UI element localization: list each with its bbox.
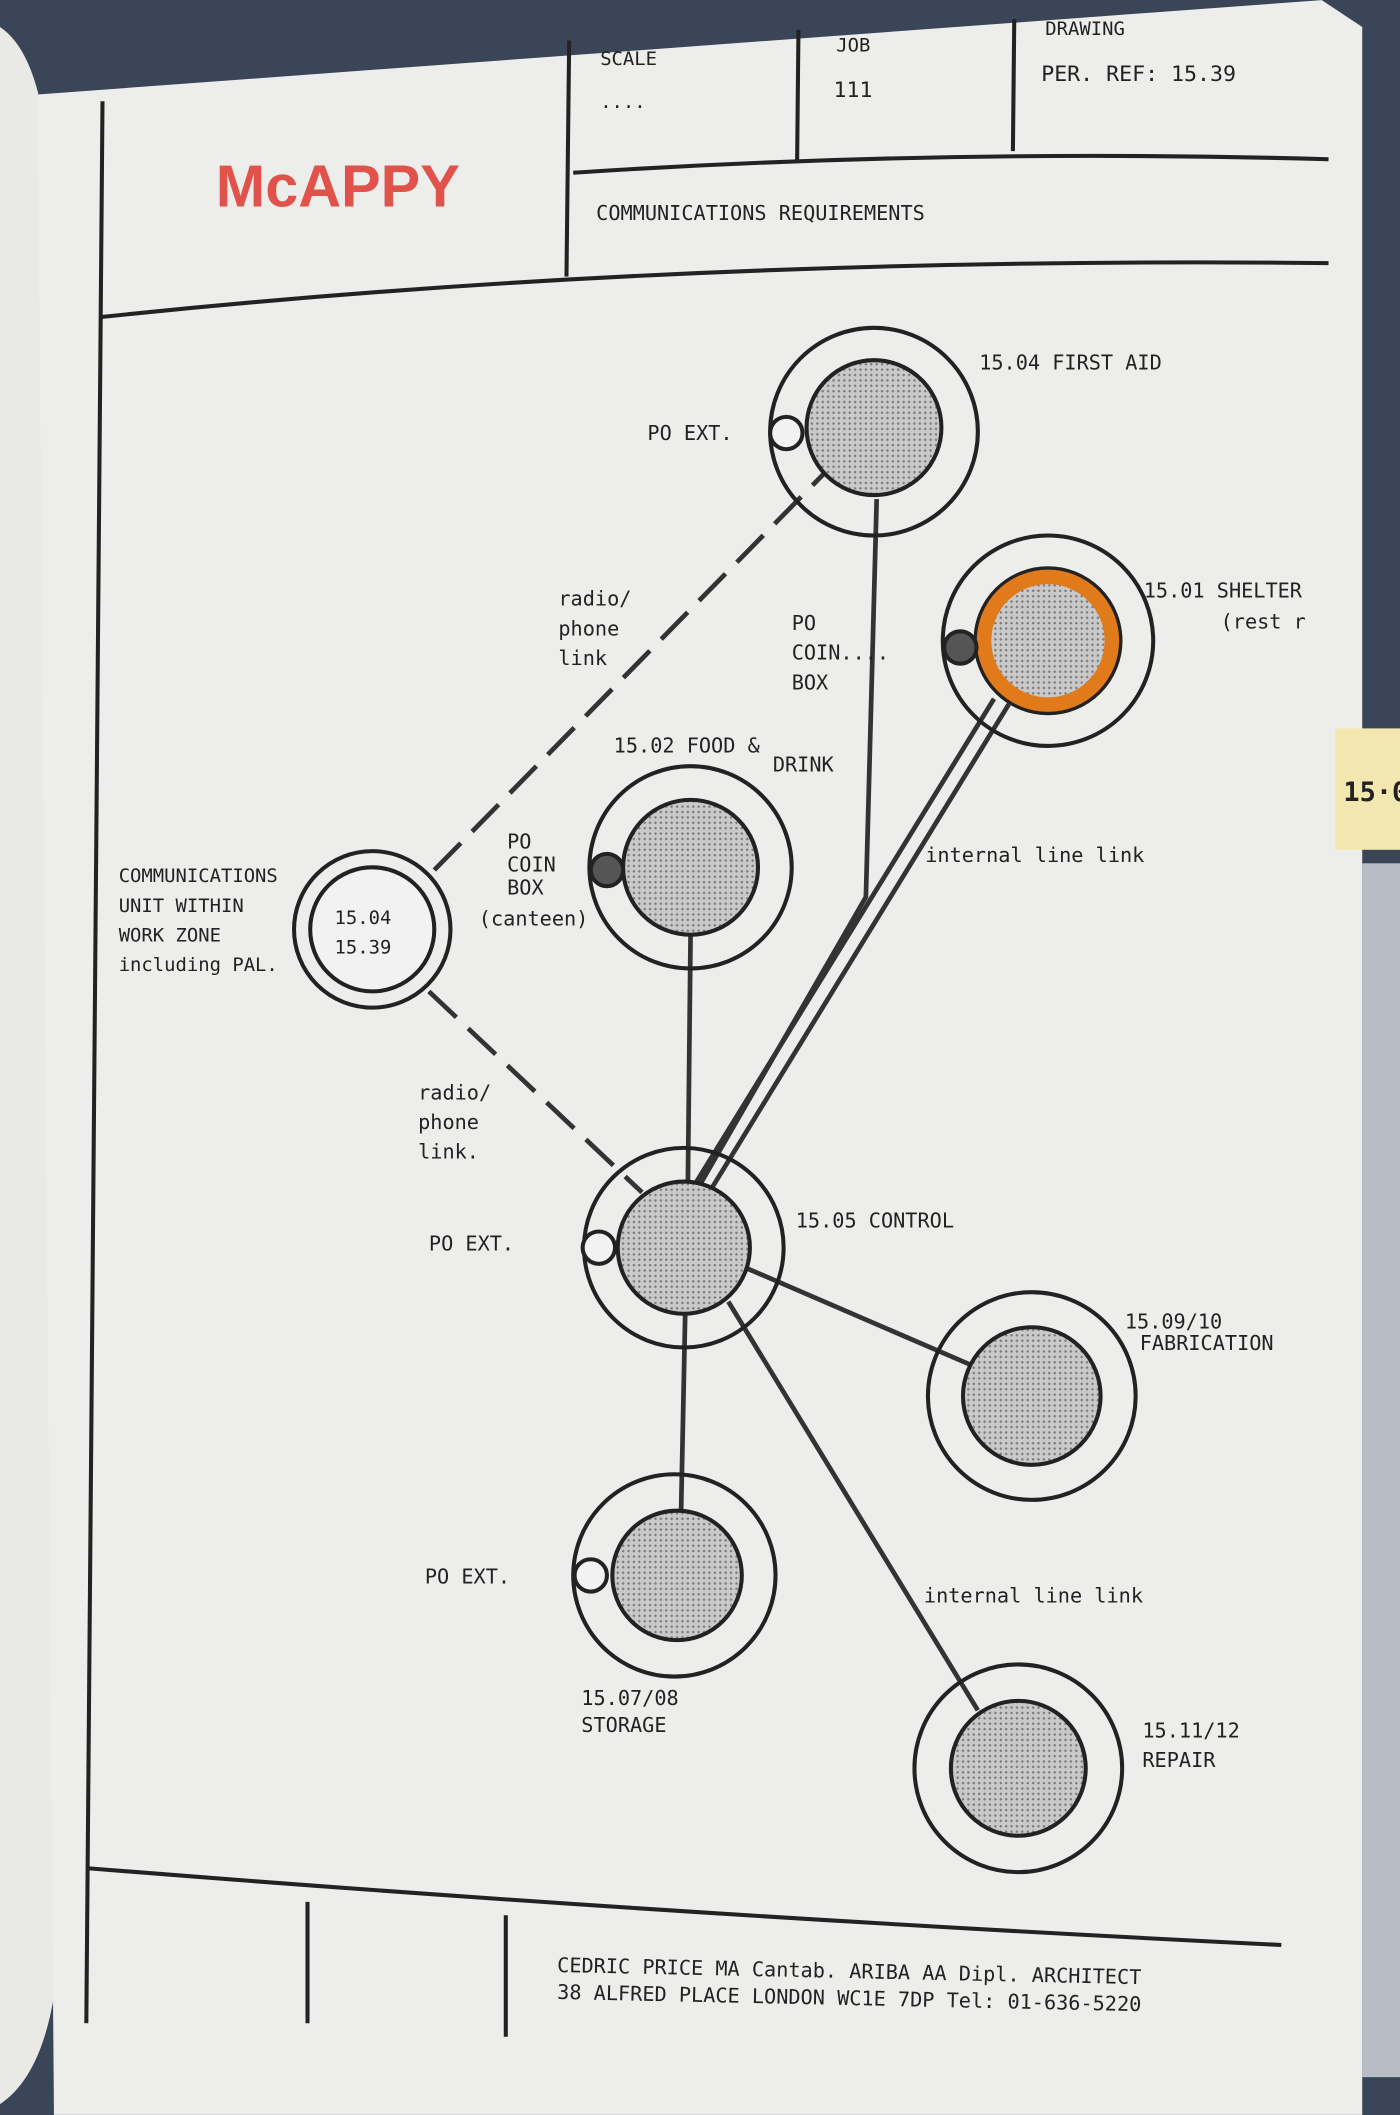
label-comm-unit-3: WORK ZONE — [119, 925, 221, 947]
label-canteen-4: (canteen) — [479, 906, 589, 930]
label-comm-id-2: 15.39 — [334, 937, 391, 959]
node-storage — [571, 1472, 778, 1679]
label-internal-upper: internal line link — [925, 843, 1144, 867]
node-comm-unit — [292, 849, 453, 1010]
label-canteen: PO — [507, 829, 531, 853]
internal-link-repair — [726, 1300, 980, 1712]
scale-label: SCALE — [600, 48, 657, 70]
left-page-edge — [0, 27, 54, 2105]
label-canteen-3: BOX — [507, 875, 544, 899]
label-repair: 15.11/12 — [1142, 1718, 1239, 1742]
label-radio-upper: radio/ — [558, 587, 631, 611]
node-shelter — [940, 533, 1156, 748]
label-comm-unit-2: UNIT WITHIN — [119, 895, 244, 917]
internal-link-food — [685, 934, 693, 1185]
radio-link-lower — [427, 989, 644, 1195]
label-internal-lower: internal line link — [924, 1583, 1143, 1607]
label-storage-2: STORAGE — [581, 1713, 666, 1737]
index-tab — [1335, 728, 1400, 850]
mcappy-logo: McAPPY — [216, 152, 460, 219]
job-label: JOB — [836, 34, 870, 56]
po-ext-icon — [572, 1557, 609, 1594]
label-food-2: DRINK — [773, 753, 835, 777]
label-radio-upper-3: link — [558, 646, 607, 670]
job-value: 111 — [834, 78, 873, 103]
label-shelter: 15.01 SHELTER — [1144, 579, 1303, 603]
internal-link-shelter-b — [691, 697, 997, 1189]
node-fabrication — [925, 1290, 1138, 1502]
label-control: 15.05 CONTROL — [796, 1208, 954, 1232]
node-repair — [912, 1662, 1125, 1875]
coin-box-icon — [588, 851, 626, 889]
title-block-frame — [84, 18, 1329, 2037]
internal-link-fabrication — [744, 1265, 973, 1368]
label-coin-box-2: COIN.... — [792, 641, 889, 665]
label-po-ext: PO EXT. — [647, 421, 732, 445]
label-comm-id-1: 15.04 — [334, 907, 391, 929]
page — [37, 0, 1363, 2115]
node-first-aid — [768, 325, 980, 538]
po-ext-icon — [768, 414, 805, 452]
po-ext-icon — [580, 1229, 618, 1266]
label-radio-upper-2: phone — [558, 616, 619, 640]
radio-link-upper — [432, 470, 828, 872]
drawing-title: COMMUNICATIONS REQUIREMENTS — [596, 201, 925, 225]
label-po-ext-control: PO EXT. — [429, 1231, 514, 1255]
drawing-ref: PER. REF: 15.39 — [1041, 62, 1236, 87]
label-po-ext-storage: PO EXT. — [425, 1565, 510, 1589]
label-comm-unit-4: including PAL. — [119, 954, 278, 976]
drawing-label: DRAWING — [1045, 18, 1125, 40]
node-control — [580, 1145, 786, 1350]
scale-value: .... — [600, 91, 645, 113]
label-comm-unit: COMMUNICATIONS — [119, 865, 278, 887]
label-fabrication-2: FABRICATION — [1140, 1331, 1274, 1355]
label-coin-box-3: BOX — [792, 670, 829, 694]
label-radio-lower-3: link. — [418, 1140, 479, 1164]
internal-link-shelter-a — [708, 702, 1011, 1191]
label-food: 15.02 FOOD & — [614, 734, 761, 758]
label-shelter-sub: (rest r — [1221, 610, 1306, 634]
label-canteen-2: COIN — [507, 852, 556, 876]
label-fabrication: 15.09/10 — [1125, 1310, 1222, 1334]
label-radio-lower-2: phone — [418, 1110, 479, 1134]
label-radio-lower: radio/ — [418, 1080, 491, 1104]
label-storage: 15.07/08 — [581, 1686, 678, 1710]
label-coin-box: PO — [792, 611, 816, 635]
node-food — [587, 764, 794, 971]
index-tab-label: 15·02 — [1343, 777, 1400, 808]
label-repair-2: REPAIR — [1142, 1748, 1216, 1772]
label-first-aid: 15.04 FIRST AID — [979, 351, 1162, 375]
coin-box-icon — [942, 629, 979, 666]
